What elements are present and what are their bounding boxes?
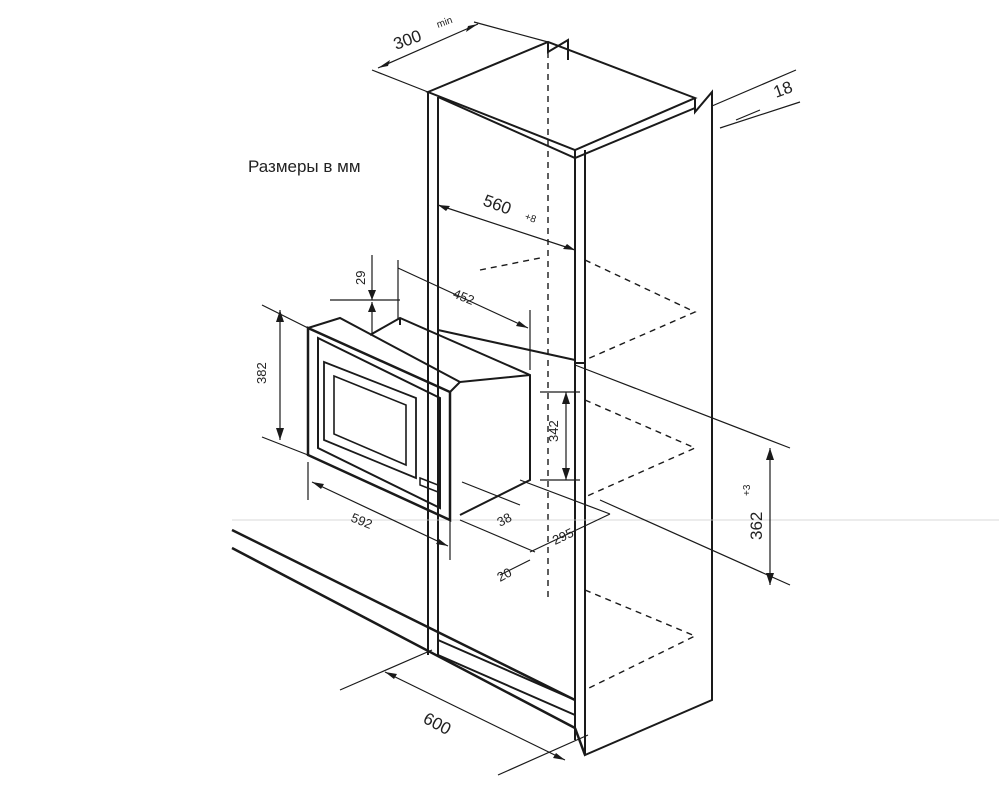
cabinet-front-edges [574,150,586,740]
label-appliance-width: 592 [349,510,375,532]
countertop [231,528,587,756]
label-base-width: 600 [420,709,454,739]
shelf-upper [437,329,585,364]
label-appliance-depth: 295 [550,525,576,548]
microwave-body [369,316,531,516]
cabinet-back-top [547,38,569,60]
arrowheads [276,24,774,760]
cabinet-top-thickness [437,96,696,160]
cabinet-top [425,40,698,152]
label-inner-width-sup: +8 [523,211,538,225]
microwave-frame-inner [317,336,441,510]
dimension-lines [261,21,801,776]
microwave-window-inner [333,374,407,467]
label-cabinet-depth-sup: min [435,15,454,31]
microwave-window-outer [323,360,417,480]
cabinet-bottom-panel [437,639,576,716]
label-inner-width: 560 [481,191,514,219]
microwave-control-button [419,476,439,494]
microwave-frame-top [307,316,462,393]
cabinet-side-left [427,92,439,655]
hidden-lines [479,52,697,691]
label-appliance-body-height: 342 [546,420,561,442]
label-panel-thickness: 18 [771,77,795,101]
microwave [306,316,531,522]
label-front-offset: 20 [494,565,514,585]
label-niche-height: 362 [747,512,766,540]
label-frame-depth: 38 [494,510,514,530]
label-niche-height-sup: +3 [742,484,753,496]
cabinet-back-right [584,89,713,757]
label-appliance-body-width: 452 [451,286,477,308]
label-appliance-top-gap: 29 [353,271,368,285]
diagram-caption: Размеры в мм [248,157,361,176]
label-appliance-height: 382 [254,362,269,384]
